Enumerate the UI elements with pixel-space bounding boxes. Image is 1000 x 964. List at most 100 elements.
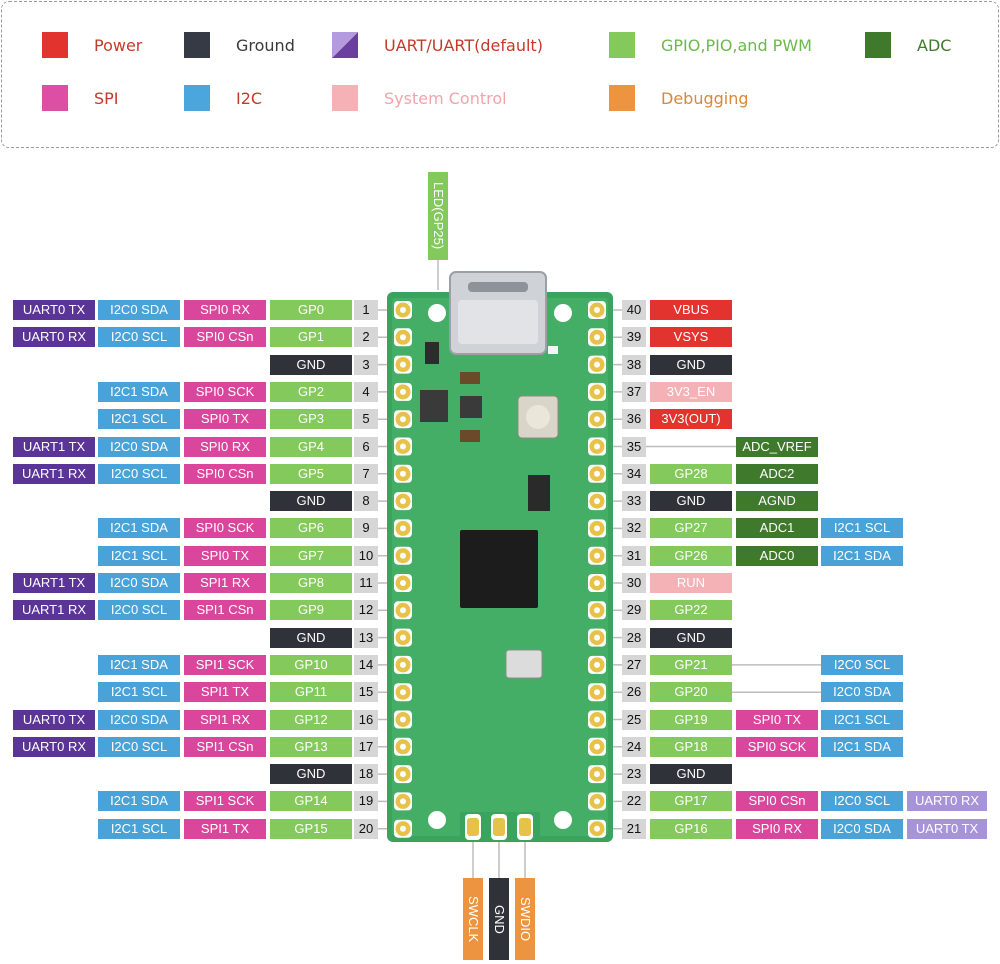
pico-board <box>387 271 613 842</box>
pin-15-label-3: GP11 <box>270 682 352 703</box>
led-component <box>548 346 558 354</box>
pad-pin-16-hole <box>400 716 406 723</box>
pin-22-label-4: UART0 RX <box>907 791 987 812</box>
pin-12-label-2: I2C0 SCL <box>98 600 180 621</box>
crystal <box>505 649 543 679</box>
regulator <box>425 342 439 364</box>
pin-16-label-1: UART0 TX <box>13 709 95 730</box>
pin-22-label-3: I2C0 SCL <box>821 791 903 812</box>
debug-pad-gnd <box>493 818 505 836</box>
pin-number-14: 14 <box>354 654 378 675</box>
pad-pin-6-hole <box>400 443 406 450</box>
pin-14-label-2: SPI1 SCK <box>184 654 266 675</box>
pin-16-label-3: SPI1 RX <box>184 709 266 730</box>
pin-25-label-3: I2C1 SCL <box>821 709 903 730</box>
pin-28-label-1: GND <box>650 627 732 648</box>
legend-swatch-adc <box>865 32 891 58</box>
pad-pin-12-hole <box>400 607 406 614</box>
pin-11-label-4: GP8 <box>270 573 352 593</box>
pin-number-34: 34 <box>622 463 646 484</box>
pin-17-label-4: GP13 <box>270 736 352 757</box>
pin-9-label-1: I2C1 SDA <box>98 518 180 539</box>
led-gp25-label-text: LED(GP25) <box>431 182 446 250</box>
cap-2 <box>460 396 482 418</box>
pad-pin-22-hole <box>594 798 600 805</box>
pin-number-23: 23 <box>622 764 646 785</box>
pin-9-label-2: SPI0 SCK <box>184 518 266 539</box>
pin-12-label-1: UART1 RX <box>13 600 95 621</box>
pin-number-32: 32 <box>622 518 646 539</box>
pin-19-label-3: GP14 <box>270 791 352 812</box>
legend-swatch-ground <box>184 32 210 58</box>
pin-1-label-3: SPI0 RX <box>184 300 266 320</box>
pad-pin-17-hole <box>400 743 406 750</box>
pin-number-11: 11 <box>354 573 378 593</box>
pin-18-label-1: GND <box>270 764 352 785</box>
pin-number-9: 9 <box>354 518 378 539</box>
pad-pin-39-hole <box>594 334 600 341</box>
pad-pin-34-hole <box>594 470 600 477</box>
pin-4-label-1: I2C1 SDA <box>98 381 180 402</box>
pin-32-label-3: I2C1 SCL <box>821 518 903 539</box>
pin-32-label-1: GP27 <box>650 518 732 539</box>
pad-pin-40-hole <box>594 307 600 313</box>
debug-label-swclk: SWCLK <box>463 878 483 960</box>
legend-label-ground: Ground <box>236 36 295 55</box>
debug-pads <box>465 814 533 840</box>
pin-21-label-4: UART0 TX <box>907 818 987 839</box>
pad-pin-33-hole <box>594 498 600 505</box>
pin-6-label-3: SPI0 RX <box>184 436 266 457</box>
pad-pin-3-hole <box>400 361 406 368</box>
pin-33-label-1: GND <box>650 491 732 512</box>
pad-pin-8-hole <box>400 498 406 505</box>
inductor <box>420 390 448 422</box>
pin-10-label-3: GP7 <box>270 545 352 566</box>
pad-pin-29-hole <box>594 607 600 614</box>
pin-14-label-3: GP10 <box>270 654 352 675</box>
pin-22-label-1: GP17 <box>650 791 732 812</box>
castellated-pads <box>394 301 606 838</box>
pin-number-4: 4 <box>354 381 378 402</box>
pad-pin-31-hole <box>594 552 600 559</box>
pin-12-label-4: GP9 <box>270 600 352 621</box>
pin-33-label-2: AGND <box>736 491 818 512</box>
pin-4-label-3: GP2 <box>270 381 352 402</box>
legend-swatch-spi <box>42 85 68 111</box>
pin-26-label-3: I2C0 SDA <box>821 682 903 703</box>
pad-pin-25-hole <box>594 716 600 723</box>
legend-swatch-sysctl <box>332 85 358 111</box>
pin-number-6: 6 <box>354 436 378 457</box>
pad-pin-1-hole <box>400 307 406 313</box>
pin-25-label-1: GP19 <box>650 709 732 730</box>
legend-label-power: Power <box>94 36 143 55</box>
pin-2-label-3: SPI0 CSn <box>184 327 266 348</box>
debug-label-gnd: GND <box>489 878 509 960</box>
pin-number-13: 13 <box>354 627 378 648</box>
pin-21-label-2: SPI0 RX <box>736 818 818 839</box>
pin-13-label-1: GND <box>270 627 352 648</box>
pin-19-label-2: SPI1 SCK <box>184 791 266 812</box>
pin-number-39: 39 <box>622 327 646 348</box>
cap-1 <box>460 372 480 384</box>
pin-9-label-3: GP6 <box>270 518 352 539</box>
mount-hole-bottom-right <box>554 811 572 829</box>
pad-pin-13-hole <box>400 634 406 641</box>
legend-label-i2c: I2C <box>236 89 263 108</box>
pad-pin-26-hole <box>594 689 600 696</box>
pad-pin-36-hole <box>594 416 600 423</box>
pin-5-label-3: GP3 <box>270 409 352 430</box>
legend-label-gpio: GPIO,PIO,and PWM <box>661 36 812 55</box>
legend-swatch-i2c <box>184 85 210 111</box>
debug-label-swdio: SWDIO <box>515 878 535 960</box>
pin-7-label-1: UART1 RX <box>13 463 95 484</box>
pad-pin-7-hole <box>400 470 406 477</box>
pad-pin-2-hole <box>400 334 406 341</box>
pin-number-27: 27 <box>622 654 646 675</box>
pin-17-label-2: I2C0 SCL <box>98 736 180 757</box>
pad-pin-28-hole <box>594 634 600 641</box>
pin-6-label-2: I2C0 SDA <box>98 436 180 457</box>
pin-6-label-4: GP4 <box>270 436 352 457</box>
pin-35-label-2: ADC_VREF <box>736 436 818 457</box>
pad-pin-24-hole <box>594 743 600 750</box>
